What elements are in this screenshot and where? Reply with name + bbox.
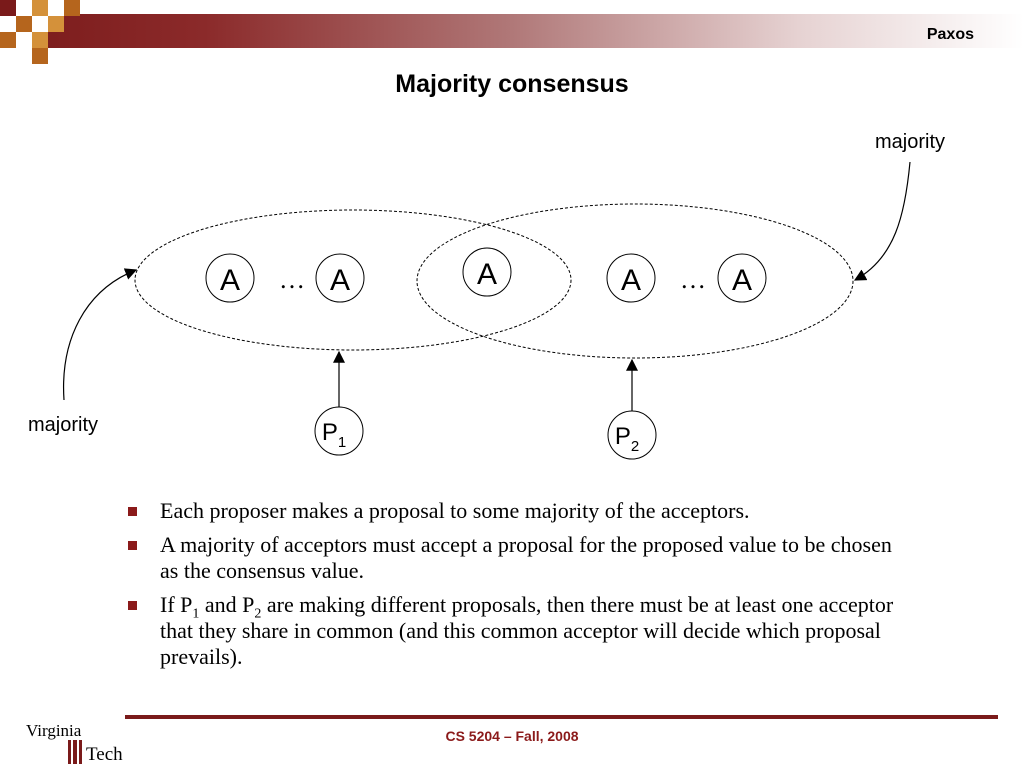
header-bar bbox=[0, 14, 1024, 48]
majority-label-left: majority bbox=[28, 414, 98, 436]
acceptor-label: A bbox=[330, 264, 350, 297]
acceptor-label: A bbox=[220, 264, 240, 297]
virginia-tech-logo: Virginia Tech bbox=[26, 721, 123, 765]
bullet-item: Each proposer makes a proposal to some m… bbox=[128, 498, 908, 524]
svg-text:P2: P2 bbox=[615, 423, 639, 455]
ellipsis-left: … bbox=[279, 265, 305, 294]
square-bullet-icon bbox=[128, 601, 137, 610]
svg-text:P1: P1 bbox=[322, 419, 346, 451]
ellipsis-right: … bbox=[680, 265, 706, 294]
square-bullet-icon bbox=[128, 541, 137, 550]
proposer-base: P bbox=[615, 423, 631, 450]
acceptor-label: A bbox=[732, 264, 752, 297]
section-label: Paxos bbox=[926, 26, 974, 43]
arrow-majority-right bbox=[853, 161, 911, 281]
proposer-base: P bbox=[322, 419, 338, 446]
proposer-p1: P1 bbox=[314, 406, 364, 456]
bullet-text: A majority of acceptors must accept a pr… bbox=[160, 532, 892, 583]
acceptor-node: A bbox=[717, 253, 767, 303]
proposer-p2: P2 bbox=[607, 410, 657, 460]
corner-mosaic bbox=[0, 0, 80, 64]
footer-rule bbox=[125, 715, 998, 719]
proposer-sub: 1 bbox=[338, 434, 346, 451]
bullet-text: Each proposer makes a proposal to some m… bbox=[160, 498, 750, 523]
bullet-list: Each proposer makes a proposal to some m… bbox=[128, 498, 908, 678]
svg-text:Virginia: Virginia bbox=[26, 721, 82, 740]
acceptor-node: A bbox=[205, 253, 255, 303]
proposer-sub: 2 bbox=[631, 438, 639, 455]
acceptor-label: A bbox=[621, 264, 641, 297]
bullet-item: A majority of acceptors must accept a pr… bbox=[128, 532, 908, 584]
bullet-item: If P1 and P2 are making different propos… bbox=[128, 592, 908, 670]
acceptor-node: A bbox=[606, 253, 656, 303]
slide-title: Majority consensus bbox=[395, 70, 629, 98]
acceptor-label: A bbox=[477, 258, 497, 291]
majority-label-right: majority bbox=[875, 131, 945, 153]
arrow-majority-left bbox=[62, 268, 138, 401]
footer-course: CS 5204 – Fall, 2008 bbox=[445, 728, 579, 744]
square-bullet-icon bbox=[128, 507, 137, 516]
majority-diagram: A … A A A … A P1 P2 majority majority bbox=[28, 131, 945, 460]
svg-text:Tech: Tech bbox=[86, 744, 123, 765]
bullet-text: If P1 and P2 are making different propos… bbox=[160, 592, 894, 669]
majority-set-left bbox=[134, 209, 572, 351]
acceptor-node: A bbox=[315, 253, 365, 303]
majority-set-right bbox=[416, 203, 854, 359]
acceptor-node-shared: A bbox=[462, 247, 512, 297]
